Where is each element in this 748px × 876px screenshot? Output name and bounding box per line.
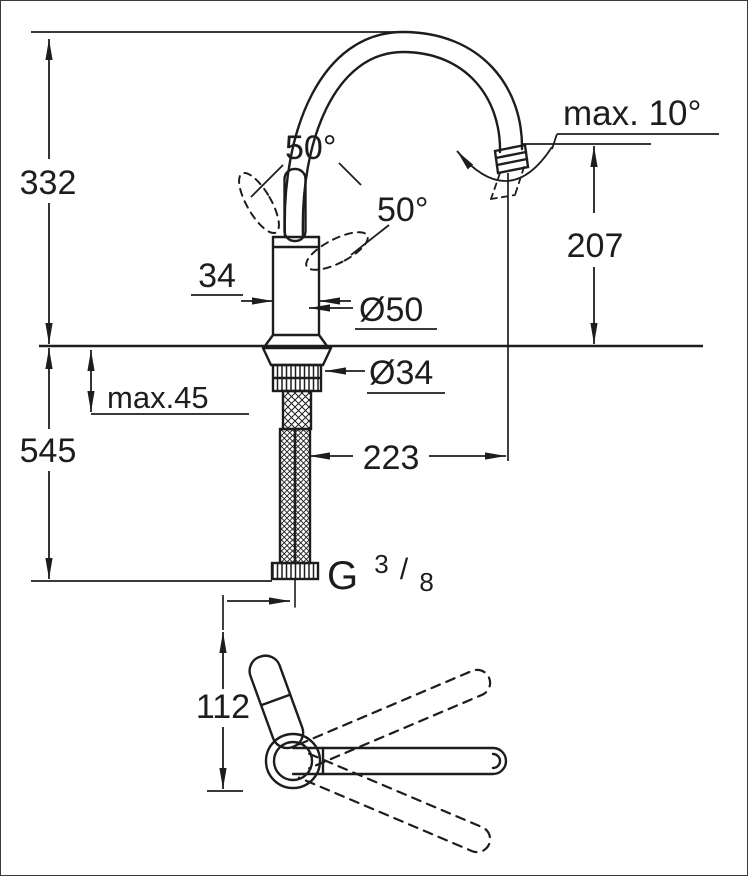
thread-slash: / <box>400 553 409 586</box>
dim-207-label: 207 <box>567 227 624 265</box>
dim-223-label: 223 <box>363 439 420 477</box>
angle-50-side-label: 50° <box>377 191 428 229</box>
dim-332-label: 332 <box>20 164 77 202</box>
dim-50-front-leader-right <box>338 162 362 186</box>
faucet-body <box>263 235 329 348</box>
spout-inner-arc <box>301 50 502 239</box>
escutcheon <box>261 346 333 367</box>
dim-max45-label: max.45 <box>107 380 209 415</box>
spout-plan-dashed-down <box>297 752 492 854</box>
handle-plan <box>248 654 305 750</box>
dim-34-label: 34 <box>198 257 236 295</box>
dim-max10-leader <box>551 133 558 150</box>
dim-dia50-label: Ø50 <box>359 291 423 329</box>
spout-outer-arc <box>283 30 524 239</box>
spout-tilt-dashed <box>490 166 525 200</box>
thread-g38-label: G 3 / 8 <box>327 538 434 598</box>
thread-denominator: 8 <box>419 567 433 597</box>
dim-max10-arc-arrow <box>456 146 553 182</box>
dim-545-label: 545 <box>20 432 77 470</box>
spout-plan-dashed-up <box>297 668 492 770</box>
threaded-shank <box>281 389 313 431</box>
lever-position-left-dashed <box>238 171 280 235</box>
dim-dia34-label: Ø34 <box>369 354 433 392</box>
dim-112-label: 112 <box>196 688 250 726</box>
body-circle-outer <box>264 732 322 790</box>
faucet-plan-view <box>248 654 508 854</box>
dimension-lines <box>45 39 719 789</box>
body-circle-inner <box>272 740 314 782</box>
faucet-side-view <box>238 30 530 608</box>
thread-numerator: 3 <box>374 549 388 579</box>
dim-50-side-leader <box>350 224 390 256</box>
spout-plan-end-ring <box>491 752 502 770</box>
angle-50-front-label: 50° <box>285 129 336 167</box>
spout-aerator <box>493 143 530 175</box>
lever-position-right-dashed <box>305 231 369 271</box>
lever-handle <box>283 167 307 243</box>
dim-max10-label: max. 10° <box>563 94 702 133</box>
dim-50-front-leader-left <box>250 164 284 198</box>
spout-plan-solid <box>291 746 508 776</box>
extension-lines <box>31 31 651 792</box>
hose-end-fitting <box>270 561 320 581</box>
thread-prefix: G <box>327 554 358 598</box>
